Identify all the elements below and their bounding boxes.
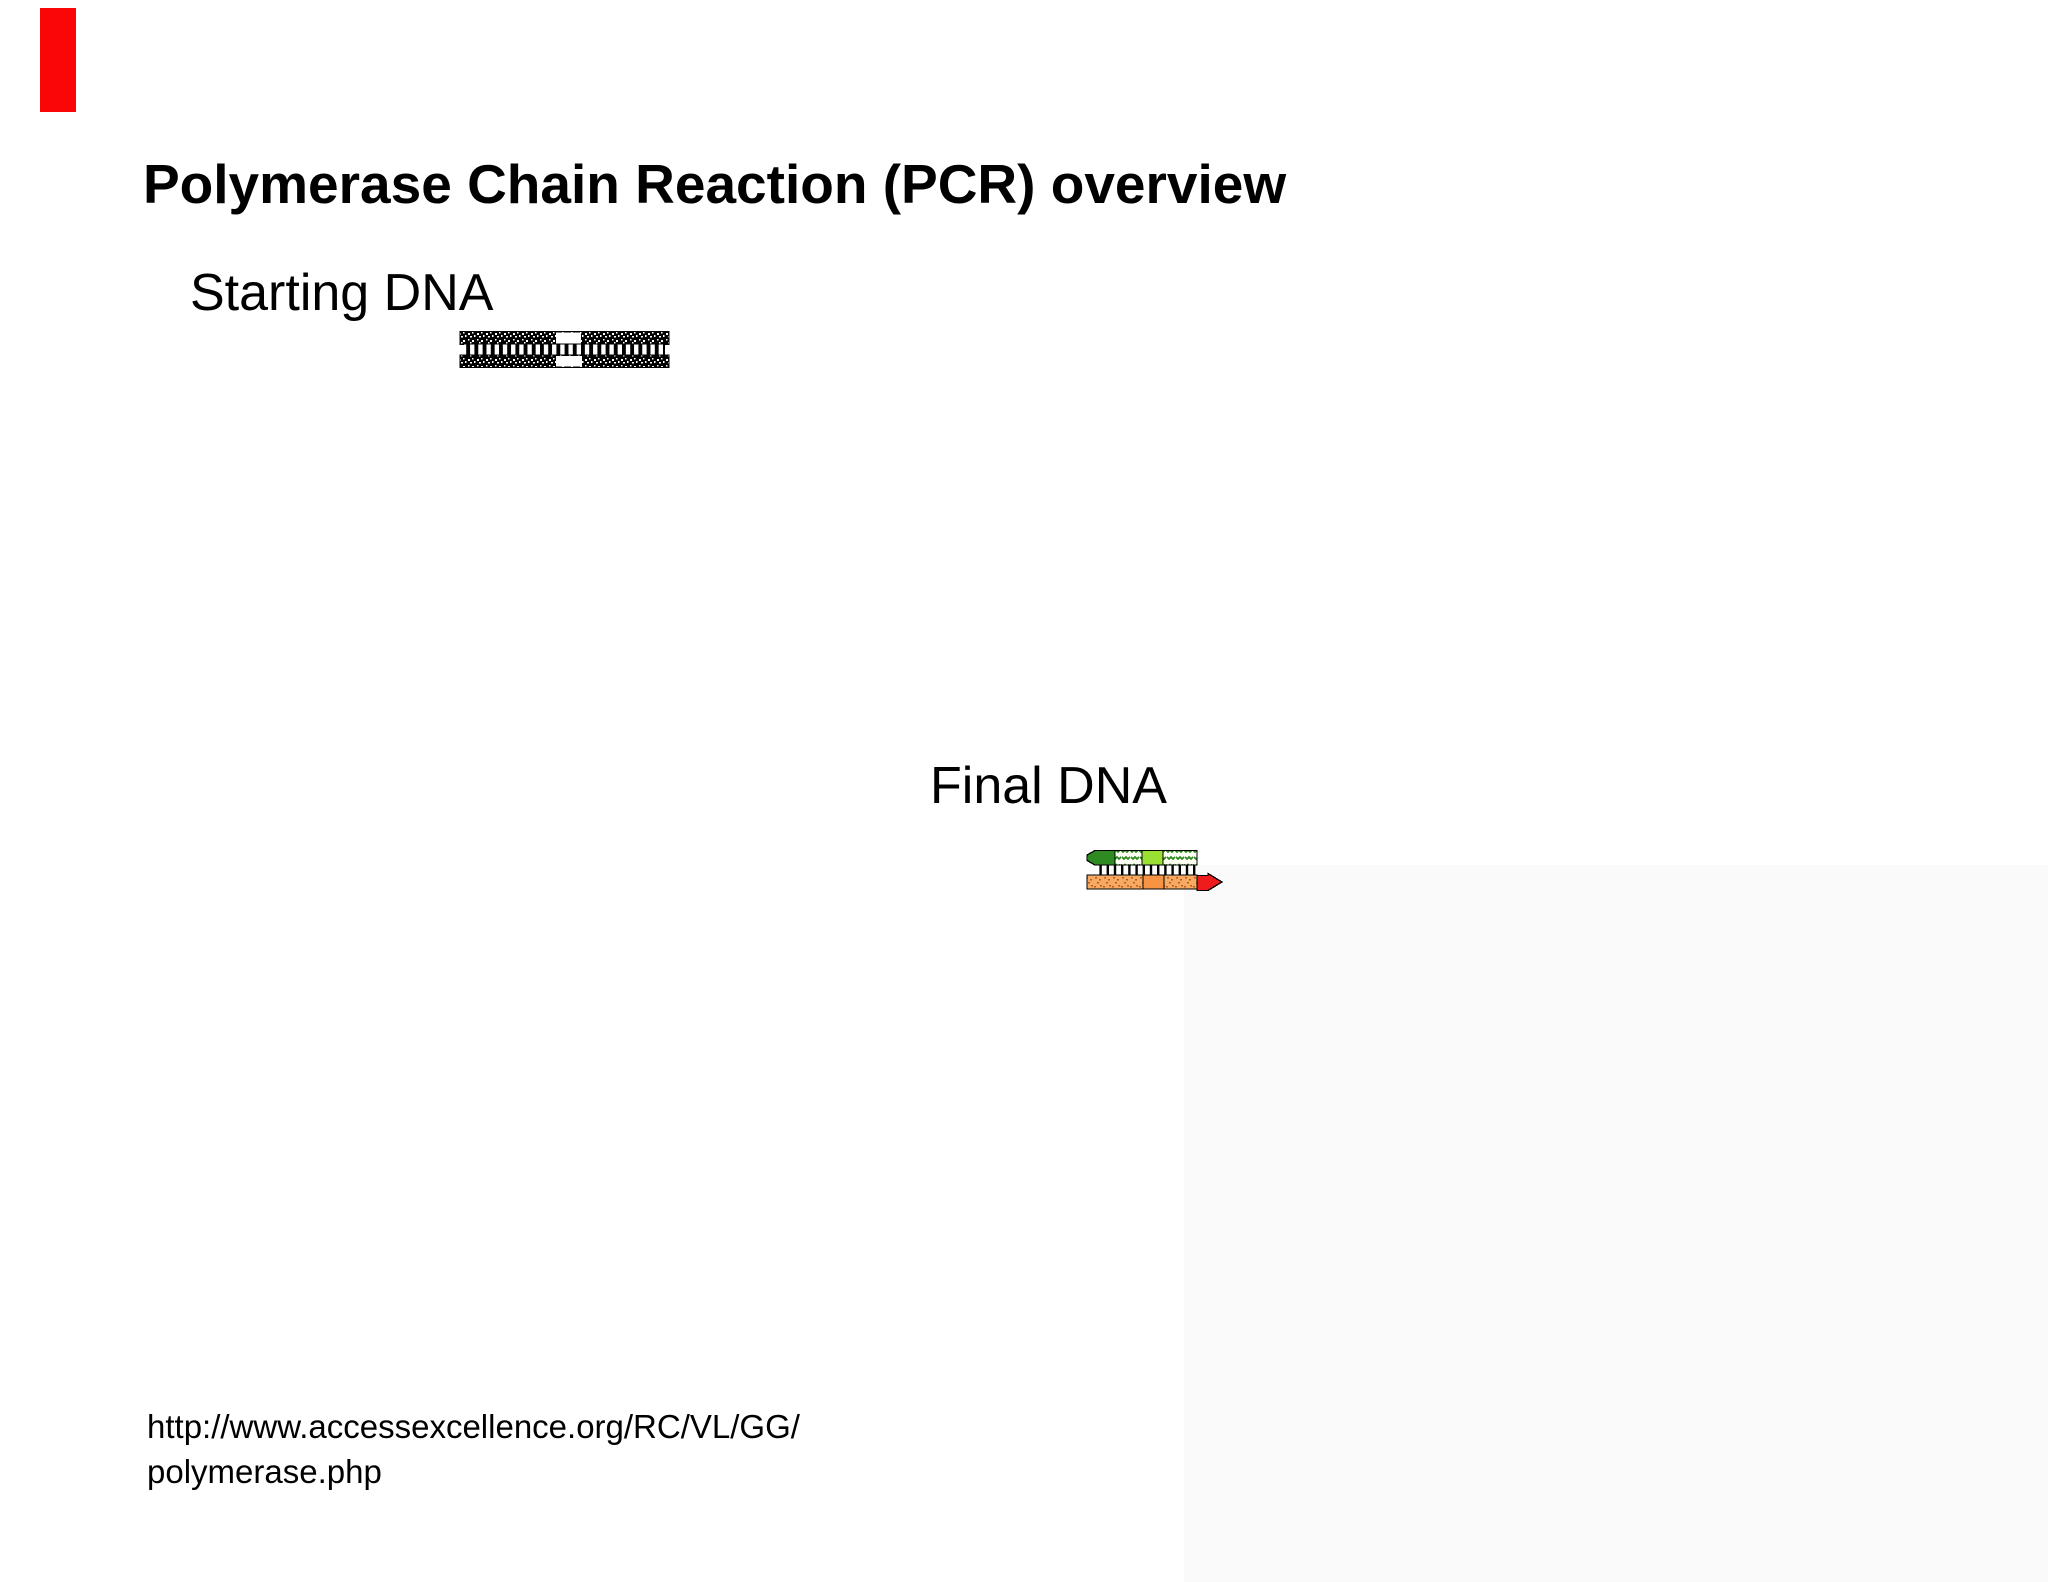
page-title: Polymerase Chain Reaction (PCR) overview <box>143 152 1287 215</box>
starting-dna-double-strand-icon <box>459 331 670 368</box>
source-url-line2: polymerase.php <box>147 1453 382 1490</box>
starting-dna-label: Starting DNA <box>190 264 494 322</box>
source-url: http://www.accessexcellence.org/RC/VL/GG… <box>147 1404 800 1494</box>
source-url-line1: http://www.accessexcellence.org/RC/VL/GG… <box>147 1408 800 1445</box>
final-dna-label: Final DNA <box>930 757 1167 815</box>
final-dna-amplified-strand-icon <box>1086 849 1224 892</box>
background-tint-region <box>1184 865 2048 1582</box>
red-indicator-bar <box>40 8 76 112</box>
